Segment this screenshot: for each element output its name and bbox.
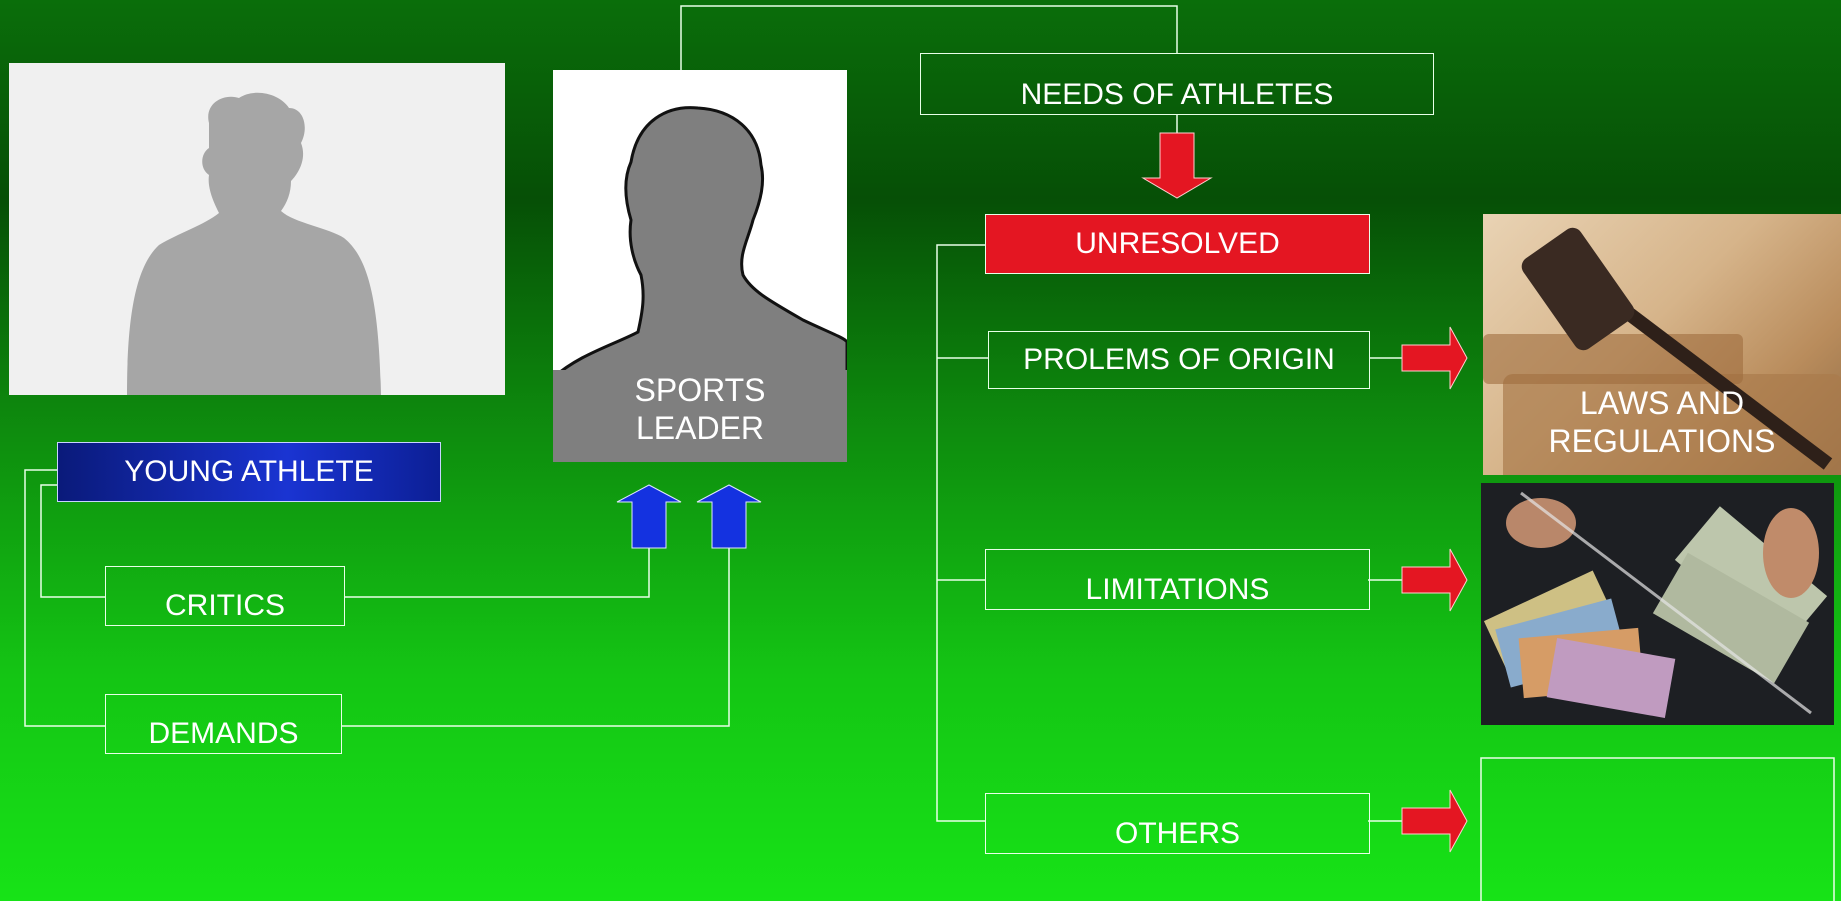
gavel-icon [1483,227,1841,475]
others-box: OTHERS [985,793,1370,854]
connector-young-to-demands [24,469,105,727]
young-athlete-box: YOUNG ATHLETE [57,442,441,502]
connector-critics-to-arrow [345,548,650,598]
young-athlete-silhouette [9,63,505,395]
sports-leader-label: SPORTS LEADER [553,371,847,447]
critics-label: CRITICS [165,589,285,622]
red-down-arrow-icon [1141,132,1213,199]
others-label: OTHERS [1114,817,1240,850]
laws-line2: REGULATIONS [1548,423,1776,459]
needs-of-athletes-label: NEEDS OF ATHLETES [1020,78,1334,111]
unresolved-box: UNRESOLVED [985,214,1370,274]
money-image [1481,483,1834,725]
problems-of-origin-label: PROLEMS OF ORIGIN [1023,343,1335,376]
empty-image-placeholder [1480,757,1835,901]
person-head-silhouette-icon [553,106,847,462]
critics-box: CRITICS [105,566,345,626]
blue-up-arrow-icon [696,484,762,549]
person-silhouette-icon [127,92,381,395]
limitations-box: LIMITATIONS [985,549,1370,610]
connector-leader-to-needs [680,5,1178,70]
laws-image: LAWS AND REGULATIONS [1483,214,1841,475]
red-right-arrow-icon [1401,548,1468,612]
laws-label: LAWS AND REGULATIONS [1483,384,1841,460]
connector-unresolved [936,244,985,822]
young-athlete-label: YOUNG ATHLETE [124,455,374,488]
connector-young-to-critics [40,484,105,598]
sports-leader-card: SPORTS LEADER [553,70,847,462]
limitations-label: LIMITATIONS [1085,573,1270,606]
sports-leader-line1: SPORTS [634,372,766,408]
demands-box: DEMANDS [105,694,342,754]
red-right-arrow-icon [1401,326,1468,390]
demands-label: DEMANDS [148,717,299,750]
needs-of-athletes-box: NEEDS OF ATHLETES [920,53,1434,115]
unresolved-label: UNRESOLVED [1075,227,1280,260]
money-icon [1483,491,1828,718]
sports-leader-line2: LEADER [635,410,765,446]
laws-line1: LAWS AND [1579,385,1745,421]
connector-demands-to-arrow [342,548,730,727]
red-right-arrow-icon [1401,789,1468,853]
blue-up-arrow-icon [616,484,682,549]
problems-of-origin-box: PROLEMS OF ORIGIN [988,331,1370,389]
